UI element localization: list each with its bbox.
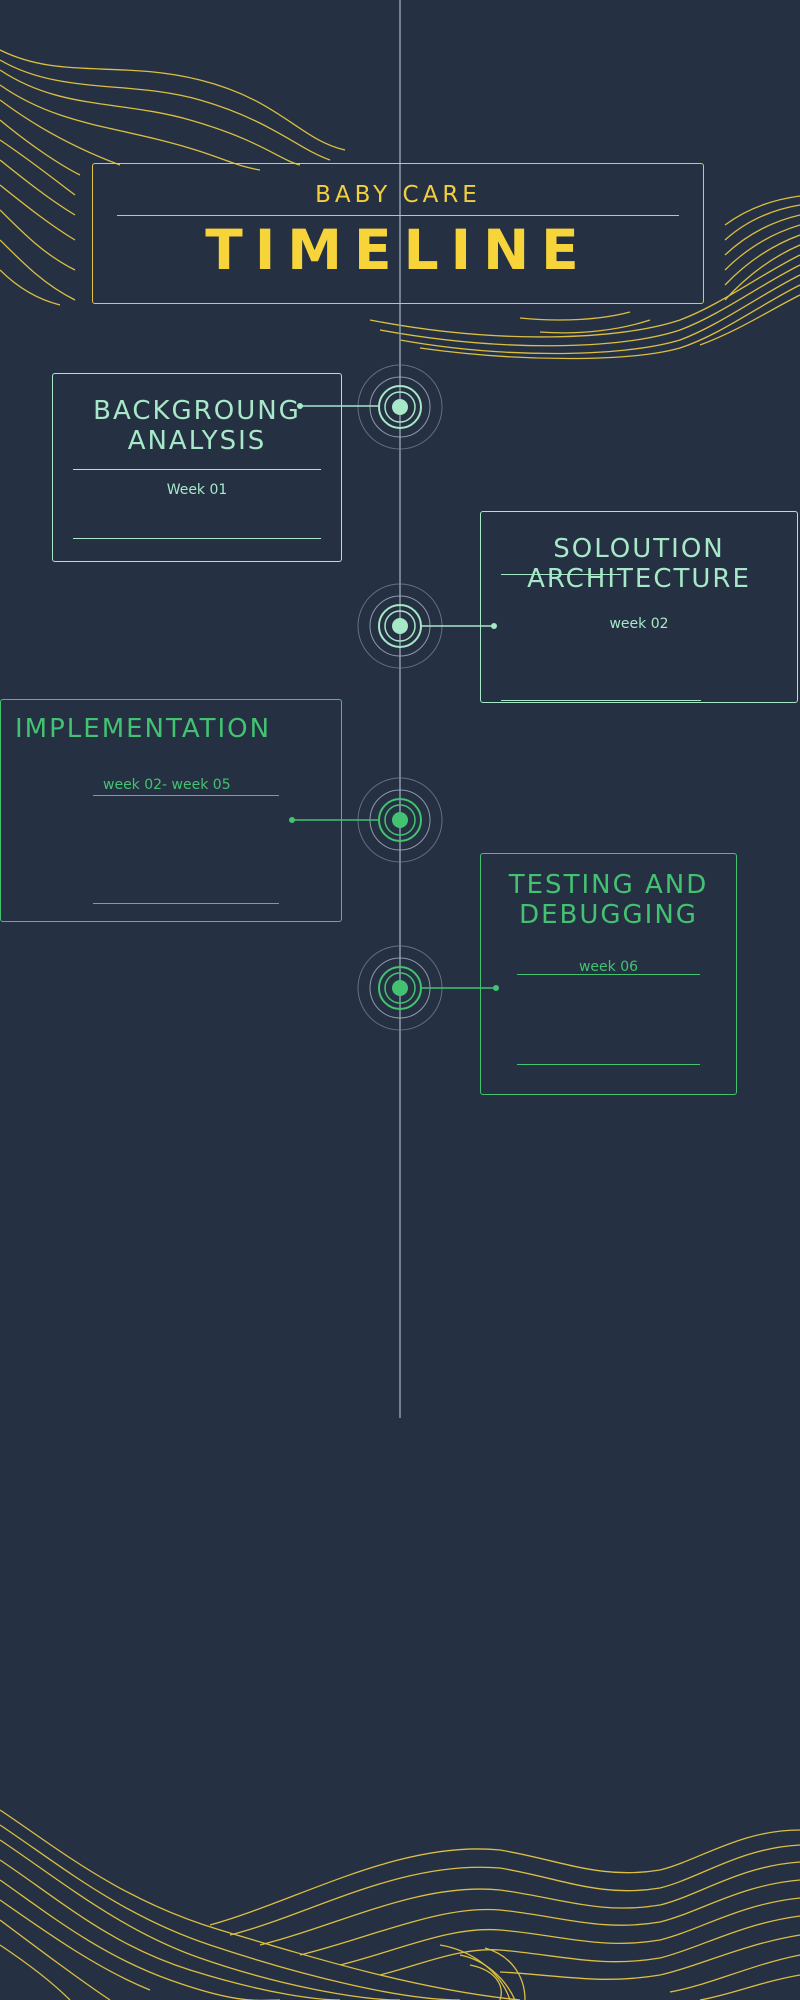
title-subtitle: BABY CARE	[315, 182, 481, 208]
milestone-title-line2: ARCHITECTURE	[527, 564, 751, 594]
timeline-node-1	[297, 364, 443, 450]
milestone-bottom-line	[517, 1064, 700, 1065]
page-title: TIMELINE	[205, 218, 591, 282]
milestone-card-2: SOLOUTION ARCHITECTURE week 02	[480, 511, 798, 703]
timeline-node-4	[357, 945, 499, 1031]
milestone-divider	[517, 974, 700, 975]
milestone-week: week 06	[578, 959, 639, 975]
milestone-title-line1: SOLOUTION	[553, 534, 725, 564]
title-box: BABY CARE TIMELINE	[92, 163, 704, 304]
timeline-node-3	[289, 777, 443, 863]
milestone-bottom-line	[501, 700, 701, 701]
milestone-divider	[73, 469, 321, 470]
milestone-bottom-line	[73, 538, 321, 539]
milestone-week: week 02	[609, 616, 669, 632]
top-right-waves	[369, 195, 800, 360]
milestone-title-line1: TESTING AND	[508, 870, 709, 900]
milestone-card-3: IMPLEMENTATION week 02- week 05	[0, 699, 342, 922]
milestone-week: week 02- week 05	[103, 777, 231, 793]
title-divider	[117, 215, 679, 216]
milestone-divider	[501, 574, 621, 575]
milestone-card-4: TESTING AND DEBUGGING week 06	[480, 853, 737, 1095]
milestone-title-line2: DEBUGGING	[519, 900, 698, 930]
milestone-bottom-line	[93, 903, 279, 904]
top-left-waves	[0, 49, 346, 306]
bottom-waves	[0, 1809, 800, 2000]
milestone-title-line2: ANALYSIS	[127, 426, 267, 456]
milestone-title-line1: IMPLEMENTATION	[15, 714, 272, 744]
milestone-card-1: BACKGROUNG ANALYSIS Week 01	[52, 373, 342, 562]
milestone-week: Week 01	[166, 482, 228, 498]
timeline-node-2	[357, 583, 497, 669]
milestone-title-line1: BACKGROUNG	[93, 396, 301, 426]
milestone-divider	[93, 795, 279, 796]
